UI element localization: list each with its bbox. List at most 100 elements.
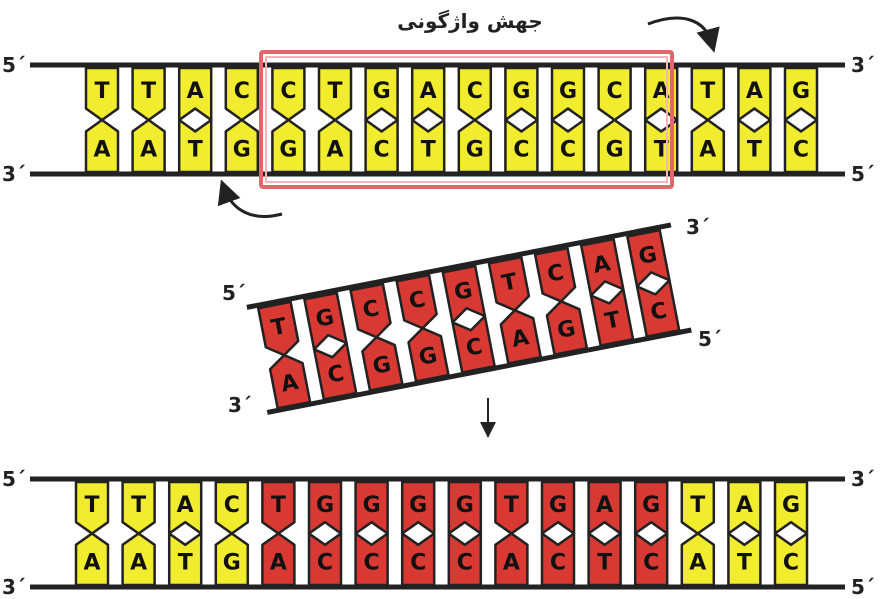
base-letter: G xyxy=(373,79,391,104)
base-letter: A xyxy=(83,551,100,576)
base-letter: G xyxy=(637,242,660,270)
base-letter: C xyxy=(467,79,483,104)
nucleotide-top xyxy=(349,282,392,339)
base-letter: A xyxy=(596,493,613,518)
nucleotide-top xyxy=(177,66,213,122)
base-letter: A xyxy=(177,493,194,518)
base-letter: T xyxy=(737,551,752,576)
nucleotide-top xyxy=(354,480,389,535)
base-letter: C xyxy=(649,298,670,326)
nucleotide-bottom xyxy=(131,118,166,174)
base-pair: GC xyxy=(364,66,399,174)
base-letter: C xyxy=(410,551,426,576)
base-letter: A xyxy=(503,551,520,576)
base-letter: C xyxy=(560,137,576,162)
base-letter: G xyxy=(452,278,475,306)
nucleotide-top xyxy=(441,264,487,324)
base-letter: C xyxy=(793,137,809,162)
nucleotide-top xyxy=(74,480,110,535)
nucleotide-bottom xyxy=(773,532,809,587)
base-letter: T xyxy=(700,79,715,104)
nucleotide-top xyxy=(579,237,625,297)
base-pair: CG xyxy=(457,66,493,174)
nucleotide-top xyxy=(410,66,446,122)
nucleotide-top xyxy=(680,480,716,535)
base-letter: A xyxy=(510,325,531,353)
segment-top-strand-line xyxy=(246,222,672,310)
nucleotide-top xyxy=(261,480,296,535)
base-pair: GC xyxy=(303,291,358,401)
base-letter: G xyxy=(549,493,567,518)
base-letter: G xyxy=(555,316,578,344)
nucleotide-top xyxy=(224,66,260,122)
nucleotide-bottom xyxy=(635,278,681,338)
nucleotide-top xyxy=(737,66,772,122)
segment-bottom-strand-line xyxy=(266,327,692,415)
nucleotide-bottom xyxy=(307,532,343,587)
base-letter: C xyxy=(783,551,799,576)
base-letter: A xyxy=(689,551,706,576)
base-letter: T xyxy=(269,314,289,341)
base-letter: G xyxy=(409,493,427,518)
base-letter: C xyxy=(374,137,390,162)
nucleotide-bottom xyxy=(317,118,353,174)
nucleotide-bottom xyxy=(499,309,543,365)
bottom-right-end-label: 5´ xyxy=(851,162,875,186)
nucleotide-bottom xyxy=(540,532,576,587)
base-pair: TA xyxy=(74,480,110,587)
nucleotide-top xyxy=(487,255,531,312)
base-pair: CG xyxy=(395,273,450,383)
base-letter: G xyxy=(792,79,810,104)
nucleotide-top xyxy=(773,480,809,535)
bottom-left-end-label: 3´ xyxy=(2,162,26,186)
segment-bottom-right-label: 5´ xyxy=(698,327,722,351)
base-letter: C xyxy=(280,79,296,104)
base-pair: GC xyxy=(400,480,436,587)
base-letter: G xyxy=(782,493,800,518)
nucleotide-bottom xyxy=(550,118,586,174)
base-letter: A xyxy=(591,251,612,279)
base-letter: G xyxy=(314,305,337,333)
base-pair: GC xyxy=(354,480,389,587)
base-letter: A xyxy=(130,551,147,576)
base-letter: G xyxy=(456,493,474,518)
base-letter: C xyxy=(234,79,250,104)
nucleotide-bottom xyxy=(312,341,358,401)
nucleotide-bottom xyxy=(261,532,296,587)
nucleotide-top xyxy=(447,480,483,535)
base-letter: G xyxy=(466,137,484,162)
base-letter: A xyxy=(746,79,763,104)
base-letter: A xyxy=(653,79,670,104)
nucleotide-bottom xyxy=(410,118,446,174)
base-letter: C xyxy=(545,260,566,288)
base-pair: TA xyxy=(121,480,156,587)
base-pair: TA xyxy=(84,66,120,174)
base-letter: C xyxy=(364,551,380,576)
nucleotide-top xyxy=(167,480,203,535)
base-letter: A xyxy=(420,79,437,104)
base-letter: A xyxy=(140,137,157,162)
nucleotide-bottom xyxy=(589,287,635,347)
nucleotide-bottom xyxy=(587,532,622,587)
base-pair: TA xyxy=(494,480,529,587)
nucleotide-bottom xyxy=(680,532,716,587)
base-letter: C xyxy=(361,296,382,324)
base-letter: T xyxy=(500,269,520,296)
nucleotide-top xyxy=(587,480,622,535)
rotation-arrow-icon xyxy=(647,16,720,53)
base-letter: G xyxy=(233,137,251,162)
base-letter: C xyxy=(326,361,347,389)
bottom-right-end-label: 5´ xyxy=(851,575,875,599)
base-pair: GC xyxy=(550,66,586,174)
nucleotide-top xyxy=(256,300,300,357)
base-pair: AT xyxy=(587,480,622,587)
base-letter: C xyxy=(643,551,659,576)
nucleotide-bottom xyxy=(74,532,110,587)
segment-top-right-label: 3´ xyxy=(686,215,710,239)
nucleotide-top xyxy=(303,291,348,351)
nucleotide-bottom xyxy=(643,118,679,174)
nucleotide-bottom xyxy=(504,118,539,174)
base-pair: AT xyxy=(643,66,679,174)
nucleotide-bottom xyxy=(271,118,306,174)
nucleotide-bottom xyxy=(494,532,529,587)
